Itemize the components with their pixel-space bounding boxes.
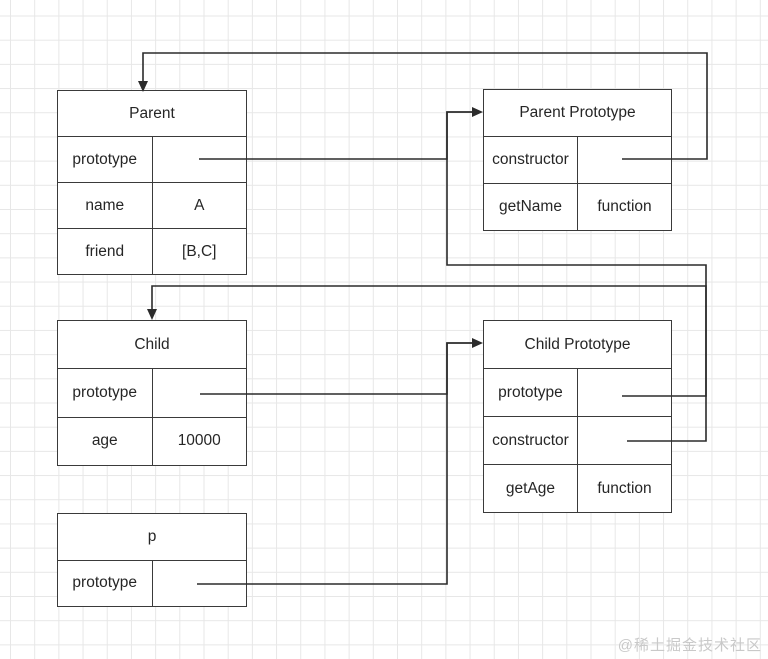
arrowhead-into-child [147,309,157,320]
row-parent-friend: friend [B,C] [58,228,246,274]
row-childprototype-prototype: prototype [484,368,671,416]
row-child-age: age 10000 [58,416,246,465]
cell-key: friend [58,229,153,274]
node-p: p prototype [57,513,247,607]
cell-key: constructor [484,137,578,183]
cell-value: 10000 [177,432,221,450]
cell-key: prototype [484,369,578,416]
cell-key: getAge [484,465,578,512]
cell-value [153,369,247,416]
cell-key: getName [484,184,578,230]
row-childprototype-constructor: constructor [484,416,671,464]
cell-key: prototype [58,137,153,182]
arrowhead-into-parentprototype [472,107,483,117]
cell-value [153,137,247,182]
node-child-title: Child [134,335,170,353]
cell-key: constructor [484,417,578,464]
cell-key: prototype [58,369,153,417]
row-child-prototype: prototype [58,368,247,417]
cell-key: age [58,417,153,465]
cell-value [578,417,671,464]
node-parent-title: Parent [129,104,175,122]
row-parentprototype-constructor: constructor [484,136,671,183]
cell-value [578,137,671,183]
cell-value [153,561,247,607]
watermark: @稀土掘金技术社区 [617,637,762,654]
row-parent-name: name A [58,182,246,228]
cell-key: prototype [58,560,153,606]
cell-value: function [597,198,652,215]
cell-value [578,369,671,416]
cell-value: A [194,196,205,214]
arrowhead-into-childprototype [472,338,483,348]
node-child-prototype: Child Prototype prototype constructor ge… [483,320,672,513]
cell-value: [B,C] [182,242,217,260]
node-child-prototype-title: Child Prototype [524,335,631,353]
node-parent: Parent prototype name A friend [B,C] [57,90,247,275]
node-parent-prototype-title: Parent Prototype [519,104,636,121]
row-childprototype-getage: getAge function [484,464,671,512]
node-parent-prototype: Parent Prototype constructor getName fun… [483,89,672,231]
cell-key: name [58,183,153,228]
row-parent-prototype: prototype [58,136,246,182]
row-p-prototype: prototype [58,559,247,607]
node-p-title: p [147,527,157,545]
row-parentprototype-getname: getName function [484,183,671,230]
cell-value: function [597,479,652,497]
node-child: Child prototype age 10000 [57,320,247,466]
